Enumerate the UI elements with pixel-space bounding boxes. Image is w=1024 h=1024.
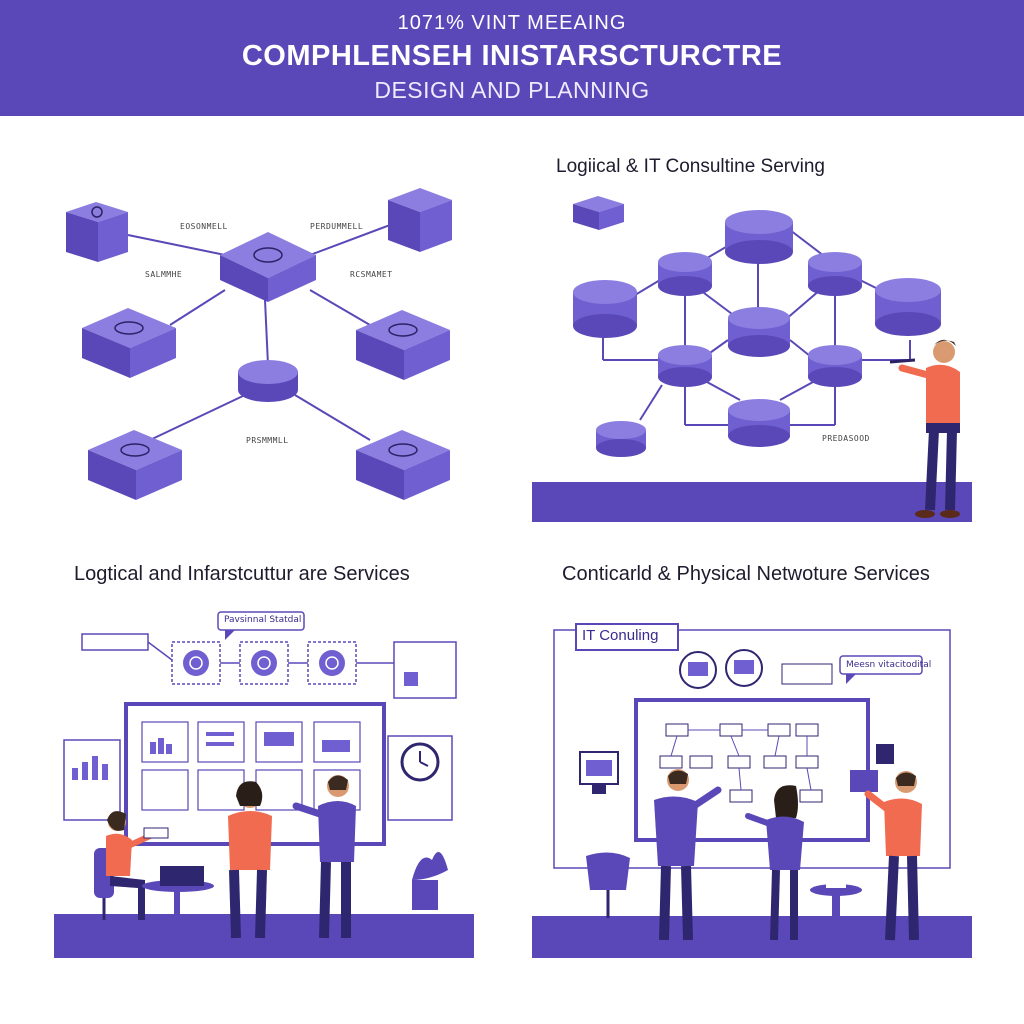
consulting-floor (532, 482, 972, 522)
standing-person-man-left (654, 769, 722, 941)
board-icons (679, 649, 833, 689)
network-label-4: RCSMAMET (350, 270, 393, 279)
standing-person-woman-center (745, 785, 804, 941)
logical-panel-title: Logtical and Infarstcuttur are Services (74, 563, 410, 585)
chair (586, 852, 630, 918)
it-consulting-tag (575, 623, 679, 651)
logical-bubble-label: Pavsinnal Statdal (224, 615, 302, 625)
network-label-5: PRSMMMLL (246, 436, 289, 445)
it-consulting-label: IT Conuling (582, 627, 659, 644)
header-supertitle: 1071% VINT MEEAING (397, 12, 627, 34)
db-lower-right (808, 345, 862, 387)
consultant-person (889, 339, 960, 518)
network-label-1: EOSONMELL (180, 222, 228, 231)
switch-center (220, 232, 316, 302)
db-small-bottom-left (596, 421, 646, 457)
seated-person (94, 811, 169, 920)
db-far-left (573, 280, 637, 338)
server-cube-tl (66, 202, 128, 262)
consulting-label: PREDASOOD (822, 434, 870, 443)
speech-bubble (217, 611, 305, 631)
consulting-panel-title: Logiical & IT Consultine Serving (556, 156, 825, 177)
standing-person-man (292, 775, 356, 939)
hub-center (238, 360, 298, 402)
server-cube-tr (388, 188, 452, 252)
physical-floor (532, 916, 972, 958)
db-lower-left (658, 345, 712, 387)
db-top (725, 210, 793, 264)
router-bottom-left (88, 430, 182, 500)
plant (412, 852, 448, 910)
small-monitor (579, 751, 619, 794)
header-banner: 1071% VINT MEEAING COMPHLENSEH INISTARSC… (0, 0, 1024, 116)
header-subtitle: DESIGN AND PLANNING (374, 77, 650, 103)
router-right (356, 310, 450, 380)
speech-bubble-2 (839, 655, 923, 675)
standing-person-man-right (864, 771, 922, 941)
header-title: COMPHLENSEH INISTARSCTURCTRE (241, 40, 783, 72)
network-card (393, 641, 457, 699)
laptop-desk (142, 866, 214, 918)
router-bottom-right (356, 430, 450, 500)
round-table (810, 884, 862, 918)
db-right-mid (808, 252, 862, 296)
small-server (573, 196, 624, 230)
physical-bubble-label: Meesn vitacitodital (846, 660, 932, 670)
tablet-icon (850, 744, 894, 792)
network-label-2: PERDUMMELL (310, 222, 364, 231)
standing-person-woman (228, 781, 272, 939)
db-center (728, 307, 790, 357)
network-label-3: SALMMHE (145, 270, 183, 279)
physical-panel-title: Conticarld & Physical Netwoture Services (562, 563, 930, 585)
db-far-right (875, 278, 941, 336)
db-bottom (728, 399, 790, 447)
db-left-mid (658, 252, 712, 296)
process-icons (183, 650, 345, 676)
router-left (82, 308, 176, 378)
